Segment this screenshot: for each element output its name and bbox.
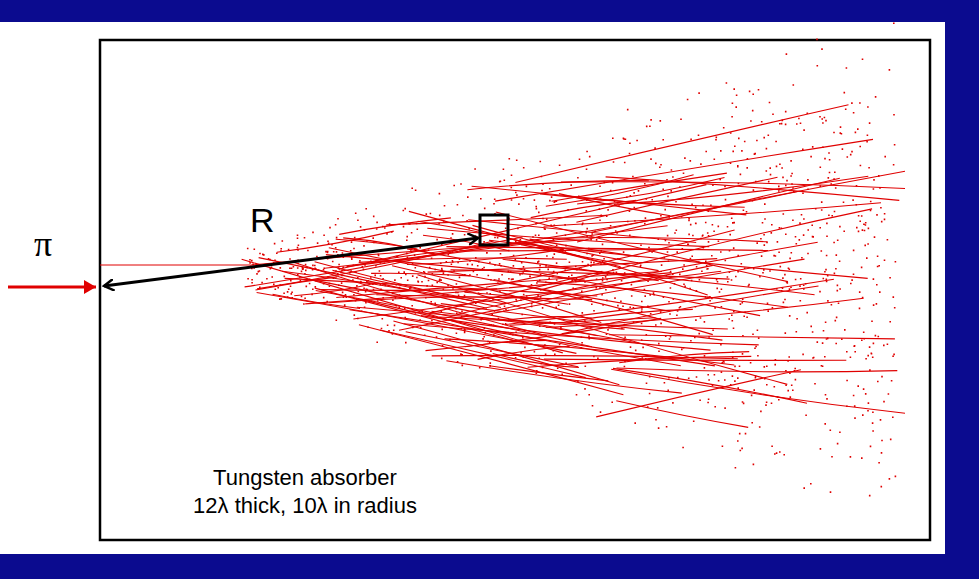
particle-track: [616, 401, 748, 428]
particle-track: [339, 218, 451, 235]
incident-pion-arrow: [8, 286, 96, 289]
radius-label: R: [250, 203, 275, 237]
particle-track: [393, 321, 619, 385]
slide-panel: [0, 22, 945, 554]
radius-arrow: [104, 238, 478, 286]
particle-track: [309, 279, 639, 343]
particle-track: [339, 185, 707, 270]
particle-track: [611, 369, 905, 413]
material-note: Tungsten absorber: [213, 465, 397, 491]
particle-track: [386, 215, 607, 225]
particle-track: [495, 139, 873, 201]
particle-track: [609, 335, 895, 339]
particle-track: [619, 352, 749, 363]
hadron-shower: [100, 22, 905, 496]
particle-track: [407, 249, 564, 264]
volume-element: [480, 215, 508, 245]
particle-track: [596, 370, 801, 417]
particle-track: [548, 267, 815, 295]
particle-symbol: π: [34, 226, 52, 262]
particle-track: [613, 368, 807, 403]
particle-track: [515, 105, 848, 183]
particle-track: [458, 242, 818, 314]
particle-track: [515, 192, 798, 244]
dimension-note: 12λ thick, 10λ in radius: [193, 493, 417, 519]
particle-track: [606, 177, 900, 201]
absorber-box: [100, 40, 930, 540]
particle-track: [540, 194, 745, 207]
particle-track: [540, 209, 872, 290]
particle-track: [559, 194, 671, 216]
energy-deposits: [247, 22, 896, 496]
particle-track: [493, 354, 579, 368]
particle-track: [567, 309, 693, 322]
particle-track: [404, 324, 759, 345]
particle-track: [446, 247, 768, 251]
beam-track: [100, 265, 250, 266]
particle-track: [467, 181, 649, 190]
particle-track: [531, 200, 637, 217]
particle-track: [617, 368, 898, 372]
particle-track: [418, 275, 788, 385]
particle-track: [446, 361, 681, 393]
particle-track: [489, 366, 608, 381]
particle-track: [486, 259, 804, 314]
particle-track: [508, 317, 592, 320]
